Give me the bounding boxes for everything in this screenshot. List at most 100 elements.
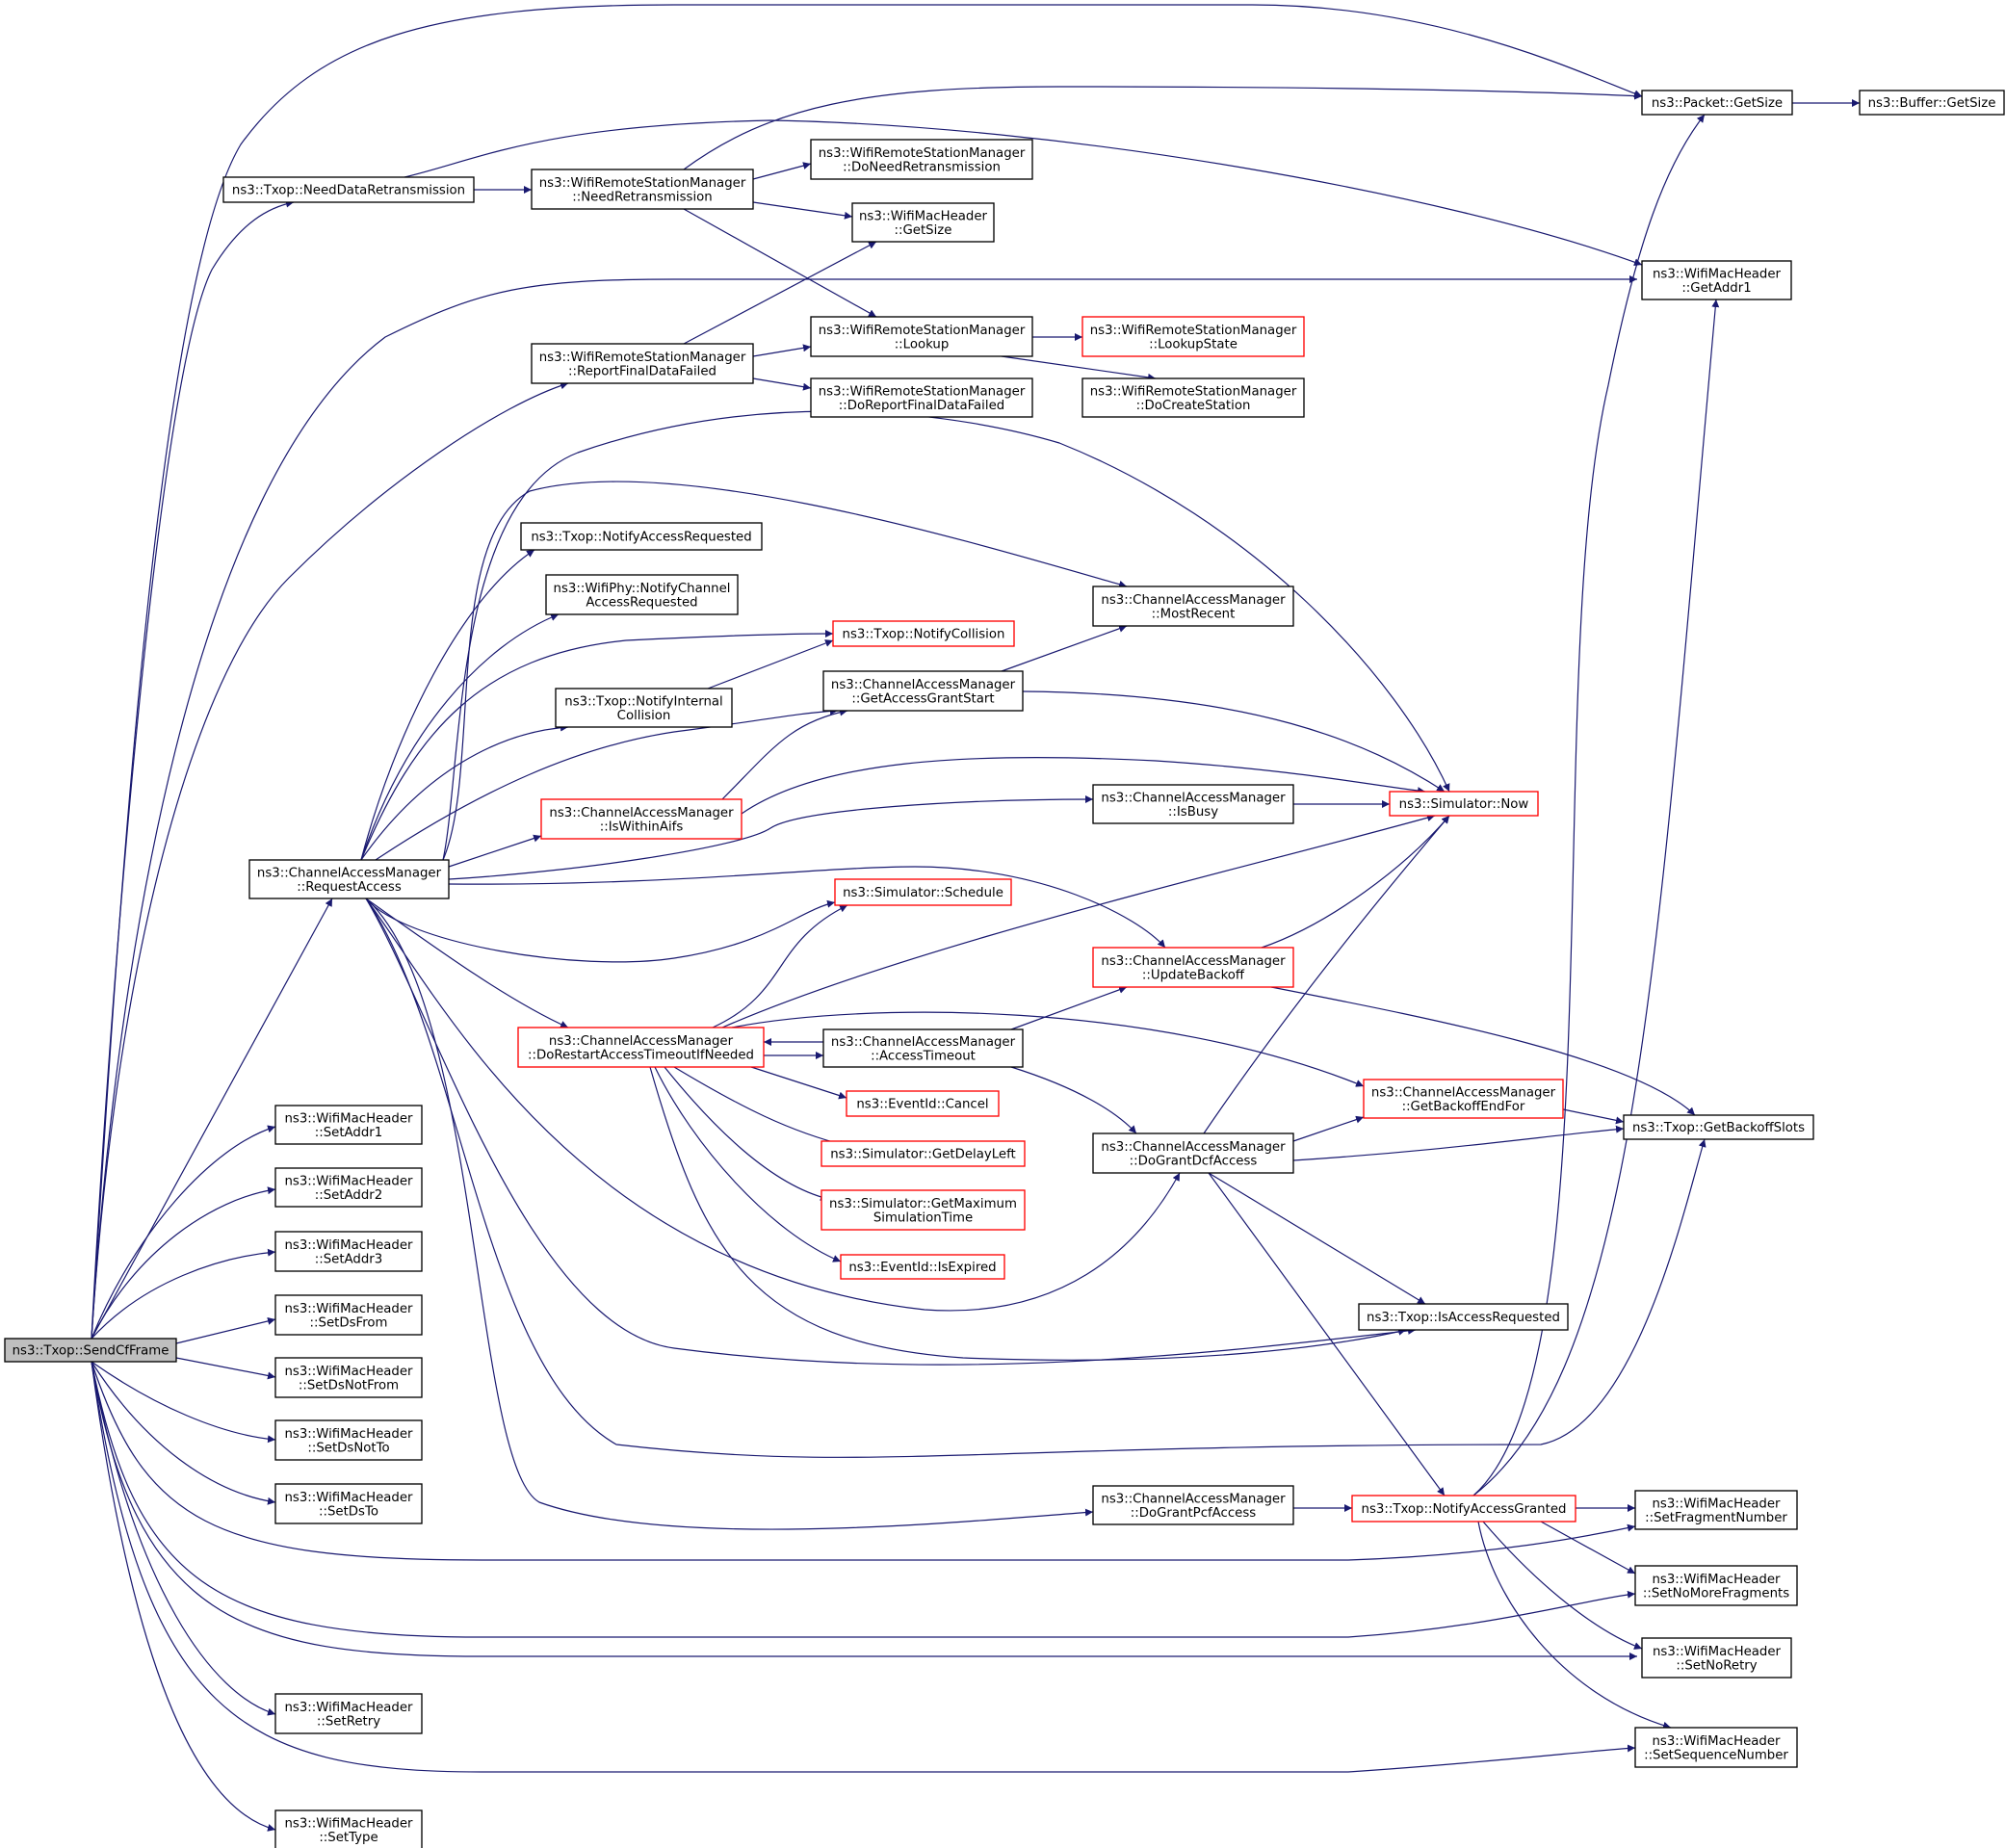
node-hdr_getaddr1[interactable]: ns3::WifiMacHeader::GetAddr1	[1641, 260, 1792, 300]
node-cam_mostrecent[interactable]: ns3::ChannelAccessManager::MostRecent	[1092, 586, 1294, 627]
node-hdr_setnomorefrag[interactable]: ns3::WifiMacHeader::SetNoMoreFragments	[1634, 1565, 1798, 1606]
node-cam_iswithinaifs[interactable]: ns3::ChannelAccessManager::IsWithinAifs	[540, 798, 742, 840]
node-label-line: ns3::WifiMacHeader	[284, 1238, 413, 1253]
node-label-line: ns3::ChannelAccessManager	[1101, 1492, 1286, 1506]
node-cam_dorestart[interactable]: ns3::ChannelAccessManager::DoRestartAcce…	[517, 1027, 765, 1068]
node-box	[1081, 377, 1305, 418]
node-hdr_setdsto[interactable]: ns3::WifiMacHeader::SetDsTo	[274, 1483, 423, 1524]
node-label-line: ::MostRecent	[1152, 607, 1236, 621]
node-cam_accesstimeout[interactable]: ns3::ChannelAccessManager::AccessTimeout	[822, 1028, 1024, 1068]
node-label-line: ::DoGrantPcfAccess	[1131, 1506, 1256, 1521]
node-notifyaccessreq[interactable]: ns3::Txop::NotifyAccessRequested	[520, 522, 763, 551]
edge-sendcf-to-needdataretx	[91, 199, 295, 1340]
node-box	[1092, 784, 1294, 824]
node-cam_dograntpcf[interactable]: ns3::ChannelAccessManager::DoGrantPcfAcc…	[1092, 1485, 1294, 1525]
node-box	[274, 1105, 423, 1145]
edge-sendcf-to-hdr_setdsnotfrom	[175, 1357, 276, 1380]
node-label-line: ns3::Txop::NotifyAccessGranted	[1362, 1502, 1567, 1517]
node-hdr_setdsnotfrom[interactable]: ns3::WifiMacHeader::SetDsNotFrom	[274, 1357, 423, 1398]
node-box	[1389, 791, 1539, 817]
node-rsm_needretx[interactable]: ns3::WifiRemoteStationManager::NeedRetra…	[531, 169, 754, 210]
node-cam_updatebackoff[interactable]: ns3::ChannelAccessManager::UpdateBackoff	[1092, 947, 1294, 988]
node-label-line: ns3::Simulator::GetMaximum	[829, 1197, 1017, 1211]
node-hdr_setseqnum[interactable]: ns3::WifiMacHeader::SetSequenceNumber	[1634, 1727, 1798, 1768]
node-box	[248, 859, 450, 899]
node-hdr_setdsfrom[interactable]: ns3::WifiMacHeader::SetDsFrom	[274, 1294, 423, 1336]
node-hdr_getsize[interactable]: ns3::WifiMacHeader::GetSize	[851, 202, 995, 243]
edge-cam_accesstimeout-to-cam_dograntdcf	[1010, 1066, 1137, 1134]
node-box	[274, 1419, 423, 1461]
node-rsm_docreate[interactable]: ns3::WifiRemoteStationManager::DoCreateS…	[1081, 377, 1305, 418]
node-cam_dograntdcf[interactable]: ns3::ChannelAccessManager::DoGrantDcfAcc…	[1092, 1132, 1294, 1174]
node-box	[1641, 90, 1793, 116]
node-hdr_setnoretry[interactable]: ns3::WifiMacHeader::SetNoRetry	[1641, 1637, 1792, 1679]
node-hdr_setaddr3[interactable]: ns3::WifiMacHeader::SetAddr3	[274, 1231, 423, 1272]
node-sim_now[interactable]: ns3::Simulator::Now	[1389, 791, 1539, 817]
node-hdr_setretry[interactable]: ns3::WifiMacHeader::SetRetry	[274, 1693, 423, 1734]
node-label-line: ::GetBackoffEndFor	[1402, 1100, 1525, 1114]
node-label-line: SimulationTime	[873, 1210, 973, 1225]
node-label-line: ::RequestAccess	[297, 880, 402, 895]
edge-txop_notifygranted-to-hdr_setnomorefrag	[1540, 1521, 1636, 1575]
node-box	[4, 1338, 177, 1363]
node-box	[846, 1090, 1000, 1117]
node-hdr_settype[interactable]: ns3::WifiMacHeader::SetType	[274, 1809, 423, 1848]
node-rsm_lookup[interactable]: ns3::WifiRemoteStationManager::Lookup	[810, 316, 1033, 357]
edge-cam_requestaccess-to-cam_getgrantstart	[375, 707, 839, 861]
node-label-line: ns3::WifiMacHeader	[1653, 267, 1782, 281]
node-cam_getgrantstart[interactable]: ns3::ChannelAccessManager::GetAccessGran…	[822, 670, 1024, 712]
node-label-line: ::SetNoRetry	[1676, 1658, 1757, 1673]
node-box	[1634, 1727, 1798, 1768]
node-hdr_setaddr1[interactable]: ns3::WifiMacHeader::SetAddr1	[274, 1105, 423, 1145]
edge-cam_dorestart-to-evt_isexpired	[654, 1066, 842, 1262]
node-evt_cancel[interactable]: ns3::EventId::Cancel	[846, 1090, 1000, 1117]
node-needdataretx[interactable]: ns3::Txop::NeedDataRetransmission	[222, 176, 475, 203]
node-hdr_setdsnotto[interactable]: ns3::WifiMacHeader::SetDsNotTo	[274, 1419, 423, 1461]
node-cam_getbackoffend[interactable]: ns3::ChannelAccessManager::GetBackoffEnd…	[1363, 1079, 1564, 1119]
node-cam_isbusy[interactable]: ns3::ChannelAccessManager::IsBusy	[1092, 784, 1294, 824]
node-sim_getdelayleft[interactable]: ns3::Simulator::GetDelayLeft	[821, 1140, 1026, 1167]
node-rsm_reportfinal[interactable]: ns3::WifiRemoteStationManager::ReportFin…	[531, 343, 754, 384]
node-box	[840, 1254, 1005, 1280]
node-box	[274, 1167, 423, 1208]
node-label-line: ns3::Buffer::GetSize	[1868, 96, 1996, 111]
node-sim_schedule[interactable]: ns3::Simulator::Schedule	[834, 878, 1012, 906]
node-txop_notifygranted[interactable]: ns3::Txop::NotifyAccessGranted	[1351, 1495, 1576, 1523]
node-label-line: ns3::Txop::GetBackoffSlots	[1632, 1121, 1805, 1135]
edge-sendcf-to-hdr_setseqnum	[91, 1361, 1636, 1773]
node-box	[810, 377, 1033, 418]
node-label-line: ns3::WifiMacHeader	[1652, 1497, 1781, 1511]
node-label-line: ns3::ChannelAccessManager	[831, 678, 1016, 692]
edge-cam_dorestart-to-sim_getmaxsim	[664, 1066, 829, 1201]
edge-cam_requestaccess-to-notifyinternal	[360, 723, 569, 861]
node-label-line: ns3::WifiMacHeader	[859, 209, 988, 223]
edge-sendcf-to-hdr_getaddr1	[91, 275, 1637, 1340]
node-evt_isexpired[interactable]: ns3::EventId::IsExpired	[840, 1254, 1005, 1280]
node-label-line: ns3::WifiMacHeader	[1652, 1573, 1781, 1587]
node-label-line: ::DoNeedRetransmission	[843, 160, 1001, 174]
node-rsm_lookupstate[interactable]: ns3::WifiRemoteStationManager::LookupSta…	[1081, 316, 1305, 357]
edge-cam_getbackoffend-to-txop_getbackoffslots	[1562, 1108, 1625, 1125]
node-phy_notifych[interactable]: ns3::WifiPhy::NotifyChannelAccessRequest…	[545, 574, 739, 615]
node-rsm_doreportfinal[interactable]: ns3::WifiRemoteStationManager::DoReportF…	[810, 377, 1033, 418]
node-hdr_setfragnum[interactable]: ns3::WifiMacHeader::SetFragmentNumber	[1634, 1490, 1798, 1530]
node-txop_isaccessreq[interactable]: ns3::Txop::IsAccessRequested	[1358, 1303, 1569, 1331]
node-box	[540, 798, 742, 840]
node-buf_getsize[interactable]: ns3::Buffer::GetSize	[1859, 90, 2005, 116]
node-txop_getbackoffslots[interactable]: ns3::Txop::GetBackoffSlots	[1623, 1114, 1814, 1140]
node-label-line: ns3::Simulator::Now	[1399, 797, 1529, 812]
node-sendcf[interactable]: ns3::Txop::SendCfFrame	[4, 1338, 177, 1363]
node-label-line: ns3::Simulator::GetDelayLeft	[830, 1148, 1016, 1162]
node-rsm_doneedretx[interactable]: ns3::WifiRemoteStationManager::DoNeedRet…	[810, 139, 1033, 180]
edge-sendcf-to-hdr_settype	[91, 1361, 276, 1832]
node-box	[1634, 1565, 1798, 1606]
node-label-line: ::SetSequenceNumber	[1644, 1748, 1788, 1762]
node-label-line: ::GetSize	[895, 223, 952, 238]
node-pkt_getsize[interactable]: ns3::Packet::GetSize	[1641, 90, 1793, 116]
node-cam_requestaccess[interactable]: ns3::ChannelAccessManager::RequestAccess	[248, 859, 450, 899]
node-hdr_setaddr2[interactable]: ns3::WifiMacHeader::SetAddr2	[274, 1167, 423, 1208]
node-notifycollision[interactable]: ns3::Txop::NotifyCollision	[832, 620, 1015, 647]
